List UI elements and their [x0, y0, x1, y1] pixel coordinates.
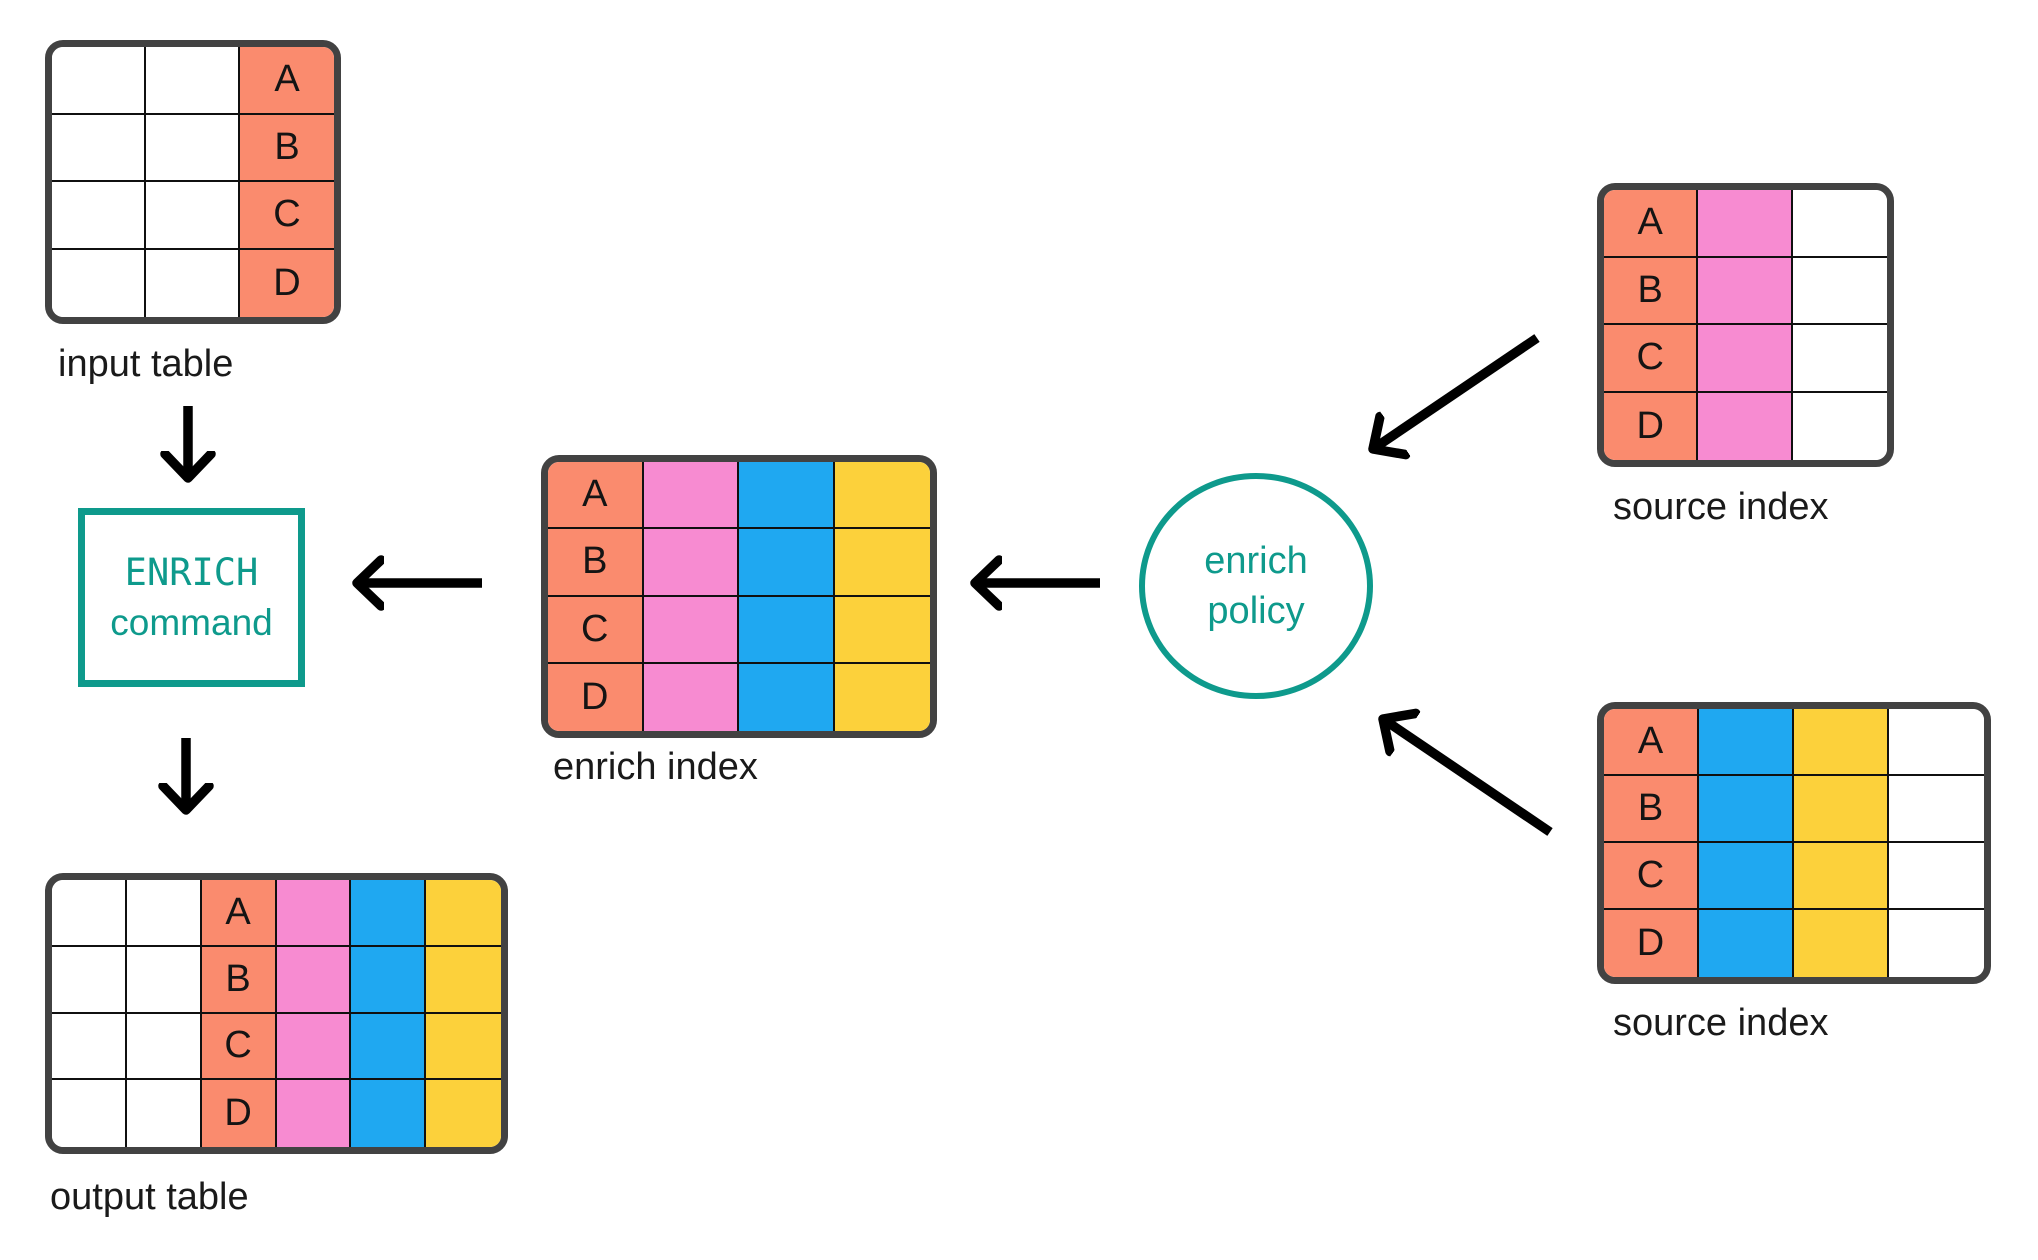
table-cell — [1792, 392, 1887, 460]
table-cell — [1698, 392, 1793, 460]
table-cell — [1792, 325, 1887, 393]
table-cell — [126, 880, 202, 947]
table-cell — [739, 663, 835, 731]
table-cell — [351, 880, 427, 947]
table-cell — [739, 596, 835, 664]
table-cell — [834, 596, 930, 664]
table-cell — [834, 529, 930, 597]
table-cell — [426, 1080, 501, 1147]
table-cell — [52, 47, 146, 115]
table-cell — [1792, 190, 1887, 258]
input-table-label: input table — [58, 343, 234, 385]
table-cell — [351, 1080, 427, 1147]
table-cell — [126, 1013, 202, 1081]
table-cell — [146, 182, 240, 250]
table-cell-letter: A — [1604, 190, 1699, 258]
table-cell — [1792, 257, 1887, 325]
table-cell — [739, 462, 835, 530]
table-cell-letter: D — [1604, 910, 1699, 977]
table-cell-letter: D — [201, 1080, 277, 1147]
table-cell — [834, 462, 930, 530]
output-table-label: output table — [50, 1176, 249, 1218]
table-cell — [276, 946, 352, 1014]
table-cell — [126, 946, 202, 1014]
table-cell — [643, 529, 739, 597]
table-cell-letter: A — [240, 47, 334, 115]
enrich-policy-node: enrich policy — [1139, 473, 1373, 699]
table-cell — [1698, 190, 1793, 258]
table-cell-letter: A — [548, 462, 644, 530]
table-cell — [1699, 709, 1794, 776]
enrich-policy-label-line1: enrich — [1204, 540, 1308, 582]
table-cell — [52, 114, 146, 182]
table-cell — [146, 47, 240, 115]
enrich-policy-label-line2: policy — [1207, 590, 1305, 632]
table-cell — [1794, 776, 1889, 843]
table-cell — [351, 946, 427, 1014]
table-cell — [643, 596, 739, 664]
enrich-command-node: ENRICH command — [78, 508, 305, 687]
enrich-command-label-line2: command — [110, 601, 273, 643]
table-cell — [1889, 709, 1984, 776]
table-cell — [146, 249, 240, 317]
table-cell — [643, 663, 739, 731]
table-cell-letter: B — [1604, 776, 1699, 843]
table-cell — [276, 1080, 352, 1147]
enrich-command-label-line1: ENRICH — [124, 550, 259, 594]
table-cell — [1699, 910, 1794, 977]
table-cell — [1794, 843, 1889, 910]
table-cell-letter: D — [240, 249, 334, 317]
table-cell — [1794, 709, 1889, 776]
enrich-index-label: enrich index — [553, 746, 758, 788]
arrow-source-bottom-to-policy — [1383, 719, 1553, 836]
table-cell — [52, 946, 127, 1014]
table-cell-letter: C — [548, 596, 644, 664]
table-cell-letter: C — [1604, 325, 1699, 393]
table-cell-letter: D — [548, 663, 644, 731]
table-cell-letter: B — [240, 114, 334, 182]
table-cell — [1699, 776, 1794, 843]
table-cell-letter: B — [201, 946, 277, 1014]
table-cell — [52, 1080, 127, 1147]
table-cell — [1889, 776, 1984, 843]
table-cell-letter: A — [1604, 709, 1699, 776]
table-cell — [426, 946, 501, 1014]
table-cell — [834, 663, 930, 731]
table-cell — [1699, 843, 1794, 910]
table-cell — [1794, 910, 1889, 977]
table-cell-letter: B — [548, 529, 644, 597]
table-cell — [1889, 910, 1984, 977]
table-cell — [52, 1013, 127, 1081]
table-cell-letter: C — [201, 1013, 277, 1081]
source-index-bottom-label: source index — [1613, 1002, 1829, 1044]
table-cell-letter: A — [201, 880, 277, 947]
table-cell-letter: C — [1604, 843, 1699, 910]
table-cell — [1698, 257, 1793, 325]
table-cell — [739, 529, 835, 597]
table-cell — [52, 182, 146, 250]
table-cell — [426, 880, 501, 947]
table-cell — [276, 880, 352, 947]
table-cell — [643, 462, 739, 530]
table-cell-letter: B — [1604, 257, 1699, 325]
table-cell — [126, 1080, 202, 1147]
table-cell — [426, 1013, 501, 1081]
table-cell — [1698, 325, 1793, 393]
source-index-top-label: source index — [1613, 486, 1829, 528]
table-cell — [52, 880, 127, 947]
arrow-source-top-to-policy — [1373, 334, 1540, 449]
table-cell — [52, 249, 146, 317]
table-cell — [276, 1013, 352, 1081]
table-cell — [1889, 843, 1984, 910]
table-cell-letter: C — [240, 182, 334, 250]
table-cell-letter: D — [1604, 392, 1699, 460]
table-cell — [351, 1013, 427, 1081]
table-cell — [146, 114, 240, 182]
